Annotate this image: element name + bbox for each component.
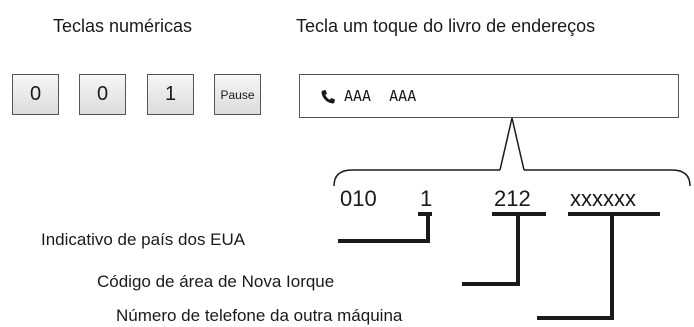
numeric-keys-heading: Teclas numéricas: [53, 16, 193, 36]
one-touch-name: AAA AAA: [344, 87, 417, 105]
phone-icon: [321, 90, 335, 104]
country-code-label: Indicativo de país dos EUA: [41, 230, 246, 249]
intl-prefix: 010: [340, 186, 377, 211]
area-code: 212: [494, 186, 531, 211]
one-touch-key[interactable]: AAA AAA: [299, 74, 679, 118]
phone-number: xxxxxx: [570, 186, 636, 211]
number-brace: [333, 169, 691, 187]
phone-number-leader: [537, 214, 614, 320]
callout-pointer: [499, 117, 525, 171]
country-code-leader: [338, 214, 430, 243]
key-0-first[interactable]: 0: [12, 74, 59, 115]
area-code-leader: [462, 214, 520, 286]
phone-number-label: Número de telefone da outra máquina: [116, 306, 403, 325]
pause-key[interactable]: Pause: [214, 74, 261, 115]
key-1[interactable]: 1: [147, 74, 194, 115]
key-0-second[interactable]: 0: [79, 74, 126, 115]
area-code-label: Código de área de Nova Iorque: [97, 272, 335, 291]
address-book-key-heading: Tecla um toque do livro de endereços: [296, 16, 596, 36]
country-code: 1: [420, 186, 433, 211]
